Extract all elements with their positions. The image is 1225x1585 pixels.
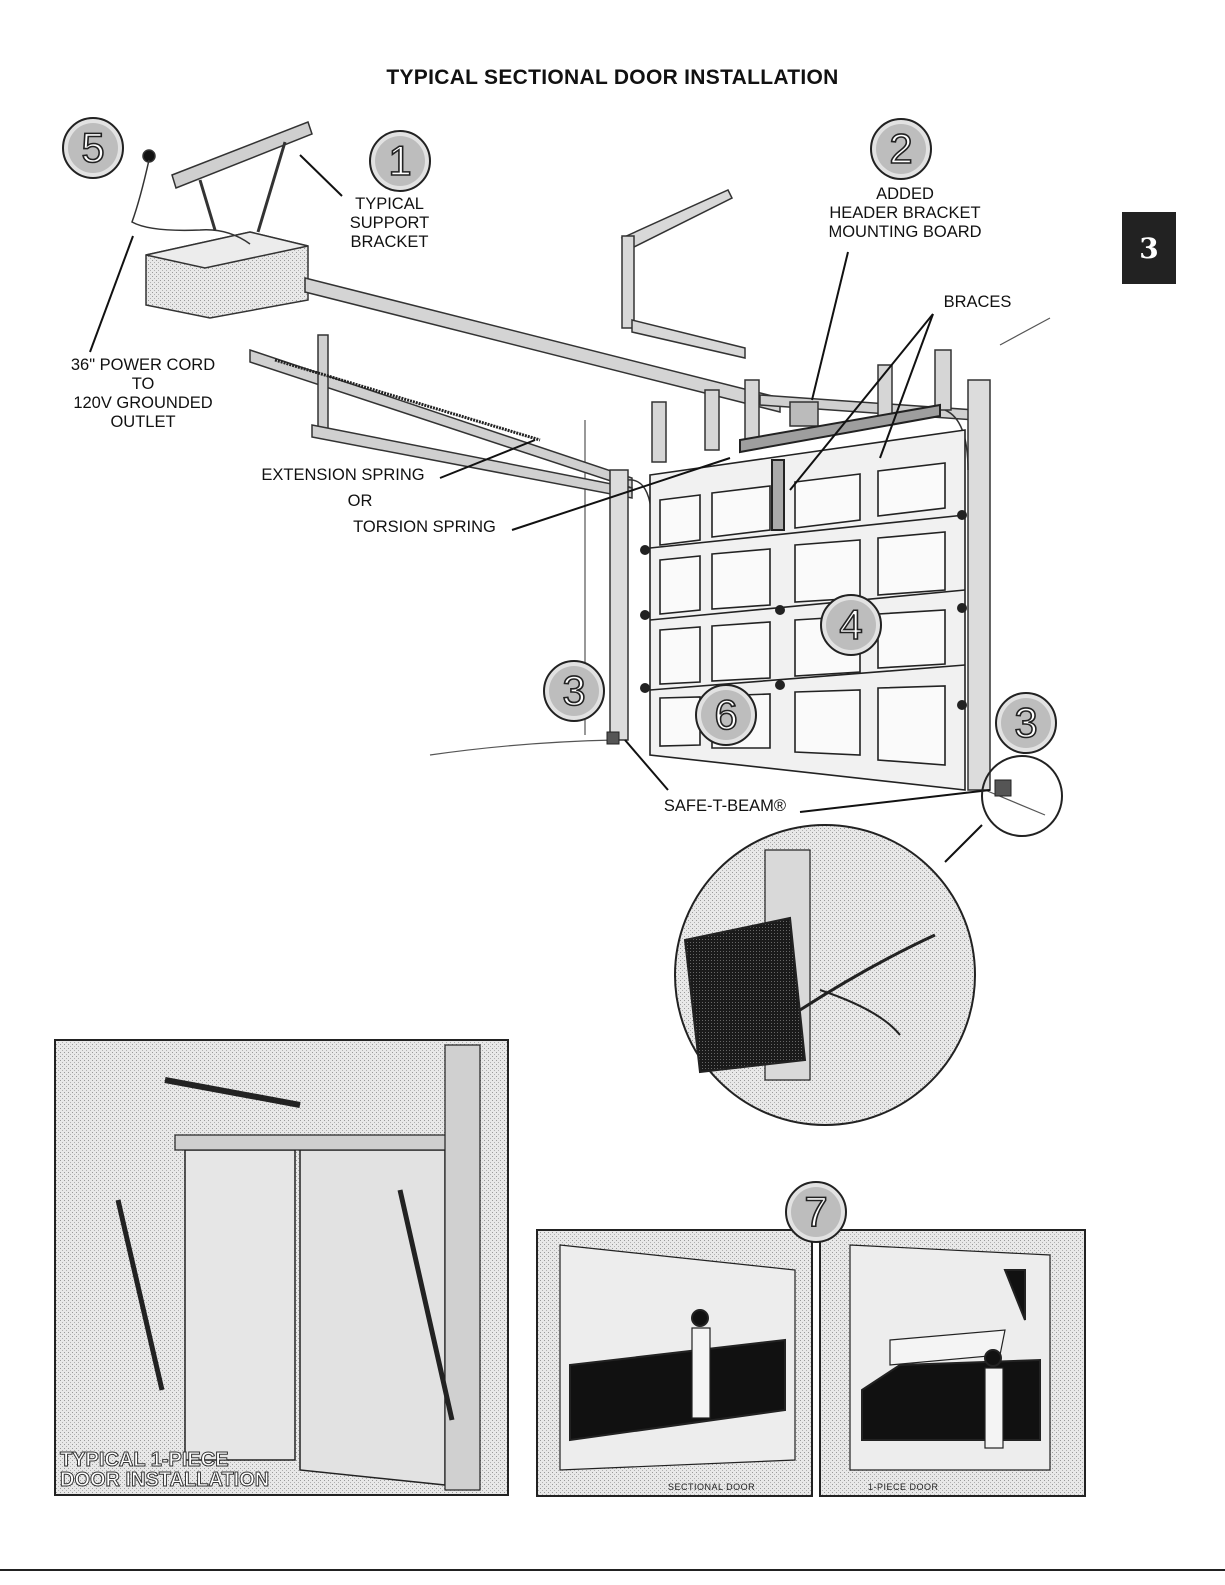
one-piece-door-caption: 1-PIECE DOOR	[868, 1482, 939, 1492]
or-label: OR	[330, 492, 390, 511]
section-tab: 3	[1122, 212, 1176, 284]
door-arm	[772, 460, 784, 530]
garage-door	[650, 430, 965, 790]
callout-1: 1	[369, 130, 431, 192]
extension-spring-label: EXTENSION SPRING	[238, 466, 448, 485]
safe-t-beam-label: SAFE-T-BEAM®	[650, 797, 800, 816]
braces-label: BRACES	[925, 293, 1030, 312]
support-bracket-label: TYPICAL SUPPORT BRACKET	[332, 195, 447, 252]
support-bracket	[172, 122, 312, 232]
header-bracket-label: ADDED HEADER BRACKET MOUNTING BOARD	[770, 185, 1040, 242]
callout-2: 2	[870, 118, 932, 180]
torsion-spring-label: TORSION SPRING	[332, 518, 517, 537]
one-piece-panel	[55, 1040, 508, 1495]
one-piece-caption: TYPICAL 1-PIECE DOOR INSTALLATION	[60, 1450, 360, 1490]
page-title: TYPICAL SECTIONAL DOOR INSTALLATION	[0, 66, 1225, 90]
opener-motor	[146, 232, 308, 318]
rear-hanger	[622, 190, 745, 358]
sectional-door-caption: SECTIONAL DOOR	[668, 1482, 755, 1492]
callout-3-right: 3	[995, 692, 1057, 754]
callout-7: 7	[785, 1181, 847, 1243]
power-cord-label: 36" POWER CORD TO 120V GROUNDED OUTLET	[38, 356, 248, 432]
bottom-rule	[0, 1569, 1225, 1571]
callout-6: 6	[695, 684, 757, 746]
callout-5: 5	[62, 117, 124, 179]
callout-4: 4	[820, 594, 882, 656]
callout-3-left: 3	[543, 660, 605, 722]
clearance-panels	[537, 1230, 1085, 1496]
